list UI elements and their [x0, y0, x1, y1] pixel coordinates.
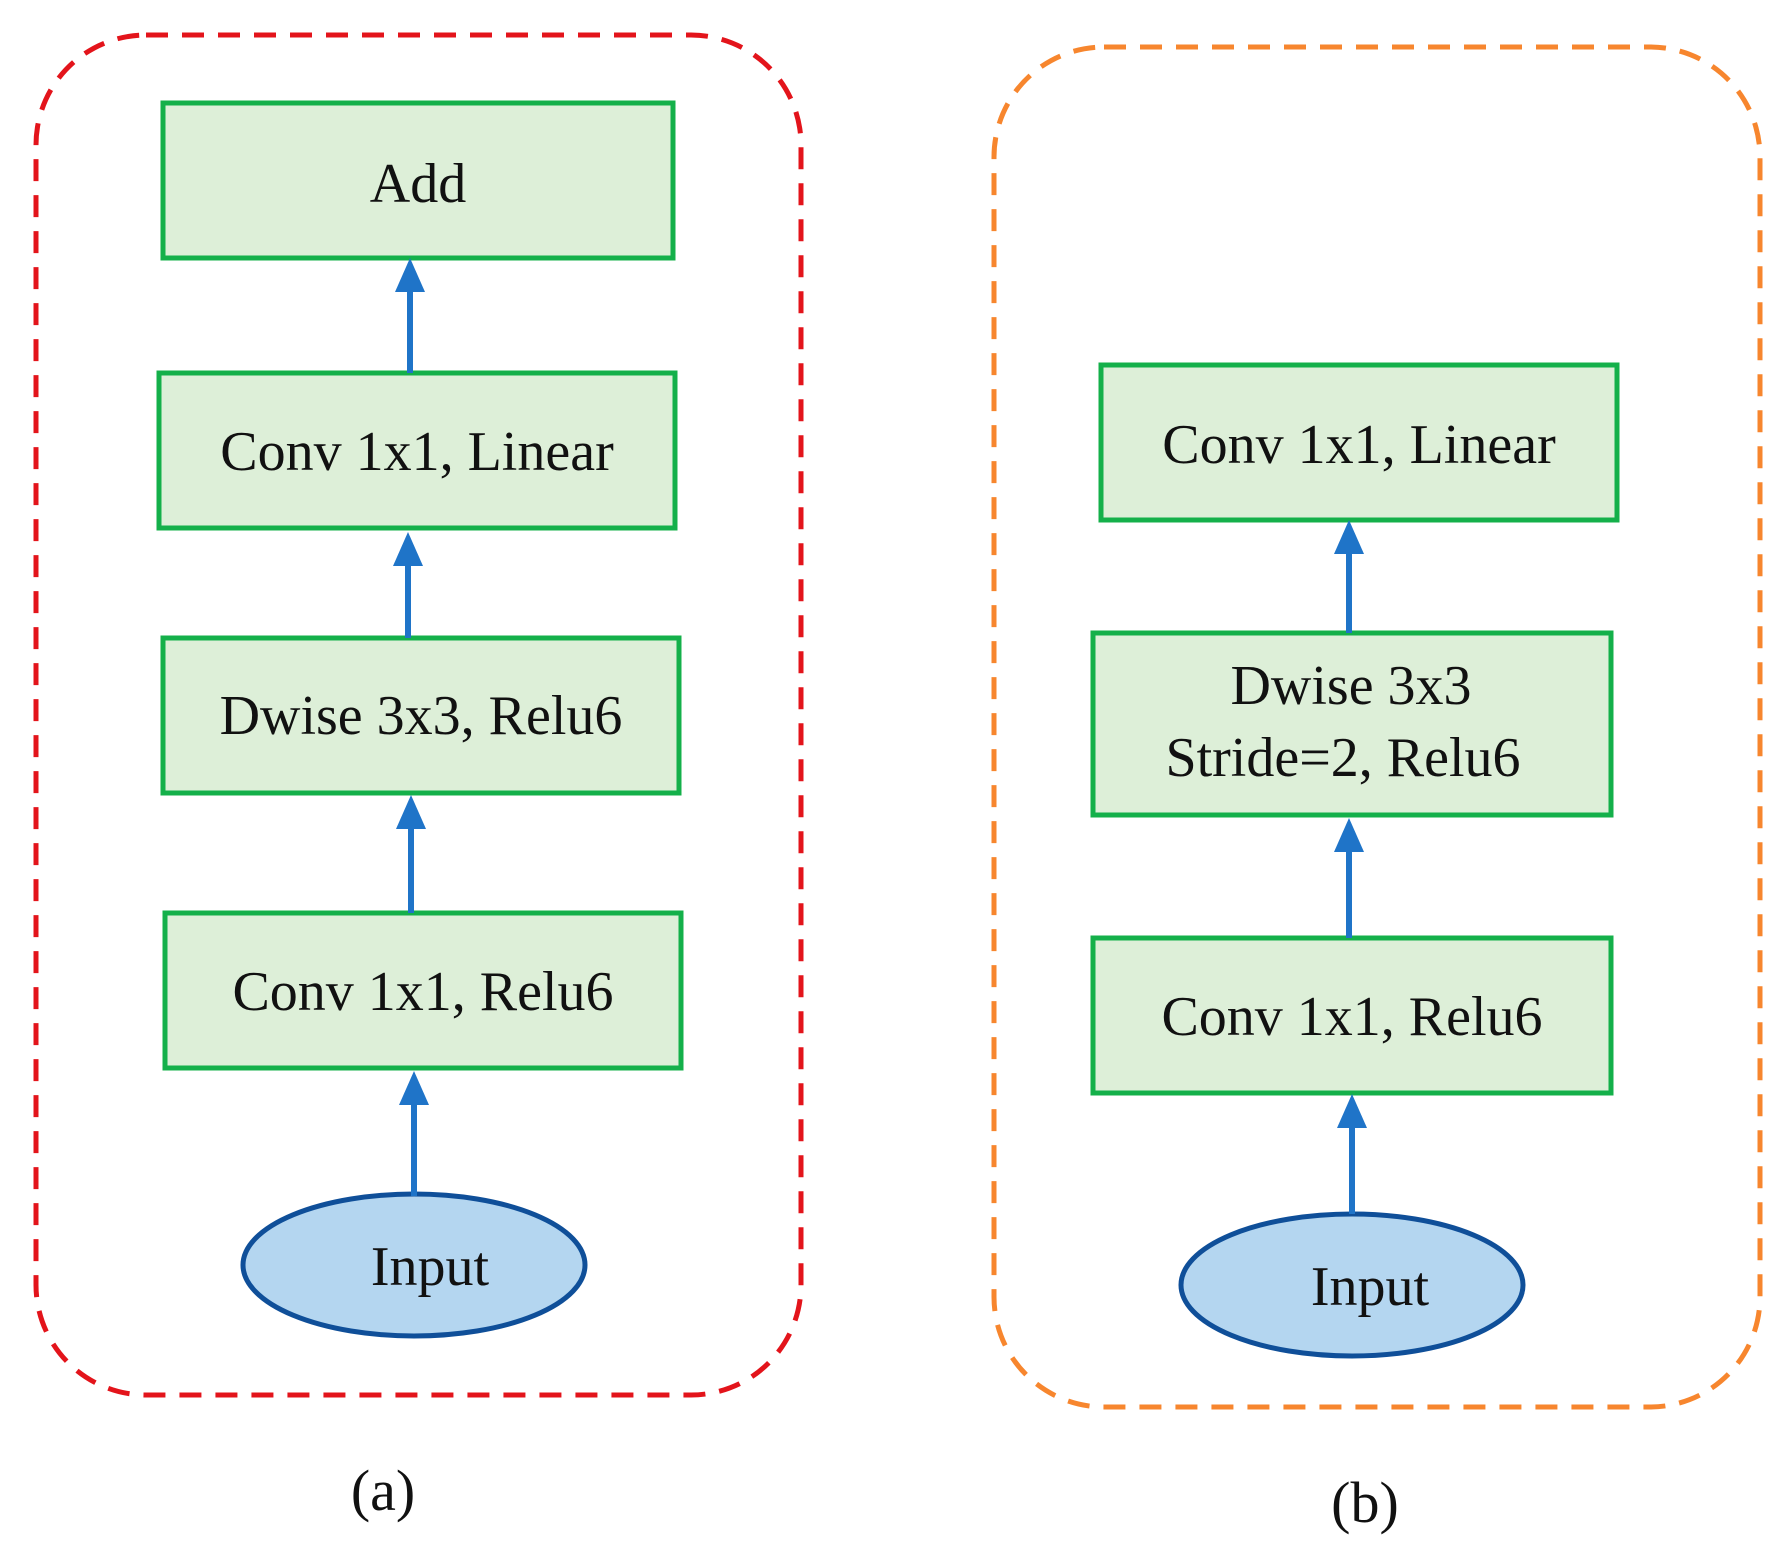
- arrow-head: [393, 532, 423, 566]
- dwise-stride-box: [1090, 630, 1614, 818]
- dwise-stride-label-line1: Dwise 3x3: [1230, 655, 1471, 717]
- conv-relu-box: [162, 910, 684, 1071]
- conv-linear-box: [1098, 362, 1620, 523]
- panel-a-border: [33, 32, 804, 1398]
- arrow-head: [1334, 520, 1364, 554]
- arrow-head: [1334, 818, 1364, 852]
- arrow: [396, 795, 426, 913]
- conv-relu-label: Conv 1x1, Relu6: [232, 961, 613, 1023]
- conv-relu-label: Conv 1x1, Relu6: [1161, 986, 1542, 1048]
- dwise-box: [160, 635, 682, 796]
- panel-b: Conv 1x1, Linear Dwise 3x3 Stride=2, Rel…: [991, 44, 1763, 1535]
- arrow: [1337, 1094, 1367, 1214]
- dwise-node: Dwise 3x3, Relu6: [160, 635, 682, 796]
- input-label: Input: [1311, 1256, 1430, 1318]
- conv-linear-label: Conv 1x1, Linear: [220, 421, 614, 483]
- conv-relu-box: [1090, 935, 1614, 1096]
- arrow: [395, 258, 425, 373]
- arrow: [393, 532, 423, 638]
- panel-a-caption: (a): [351, 1458, 415, 1523]
- panel-a: Add Conv 1x1, Linear Dwise 3x3, Relu6 Co…: [33, 32, 804, 1523]
- input-node: Input: [1178, 1211, 1526, 1359]
- arrow: [1334, 818, 1364, 938]
- conv-relu-node: Conv 1x1, Relu6: [1090, 935, 1614, 1096]
- arrow-head: [395, 258, 425, 292]
- panel-b-border: [991, 44, 1763, 1410]
- arrow-head: [396, 795, 426, 829]
- dwise-stride-label-line2: Stride=2, Relu6: [1165, 727, 1520, 789]
- conv-linear-label: Conv 1x1, Linear: [1162, 414, 1556, 476]
- input-label: Input: [371, 1236, 490, 1298]
- dwise-stride-node: Dwise 3x3 Stride=2, Relu6: [1090, 630, 1614, 818]
- arrow-head: [1337, 1094, 1367, 1128]
- conv-linear-box: [156, 370, 678, 531]
- conv-relu-node: Conv 1x1, Relu6: [162, 910, 684, 1071]
- arrow-head: [399, 1071, 429, 1105]
- arrow: [1334, 520, 1364, 633]
- add-node: Add: [160, 100, 676, 261]
- add-label: Add: [370, 153, 466, 215]
- conv-linear-node: Conv 1x1, Linear: [156, 370, 678, 531]
- input-node: Input: [240, 1191, 588, 1339]
- panel-b-caption: (b): [1331, 1470, 1399, 1535]
- dwise-label: Dwise 3x3, Relu6: [220, 685, 623, 747]
- conv-linear-node: Conv 1x1, Linear: [1098, 362, 1620, 523]
- add-box: [160, 100, 676, 261]
- arrow: [399, 1071, 429, 1196]
